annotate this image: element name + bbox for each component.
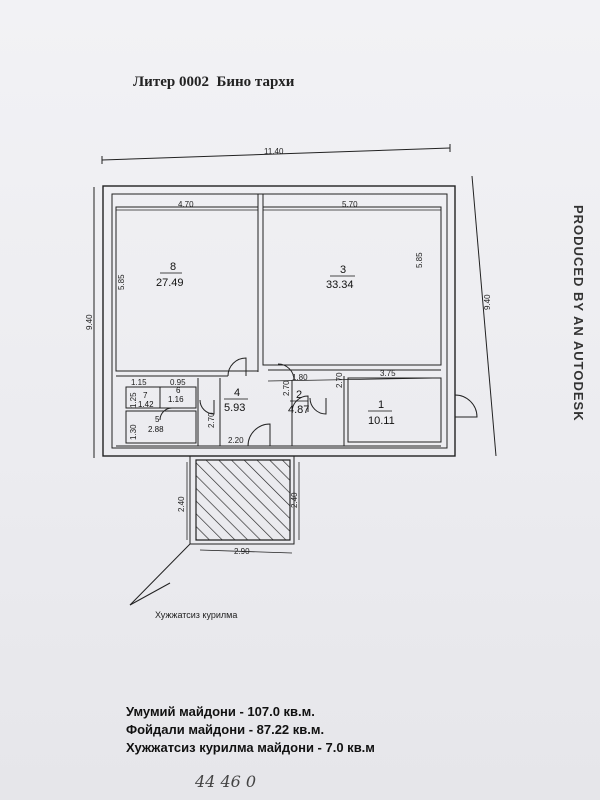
room-3-number: 3	[340, 264, 346, 276]
room-8-area: 27.49	[156, 277, 184, 289]
door-arc	[291, 395, 309, 413]
room-5-area: 2.88	[148, 425, 164, 434]
inner-wall	[111, 193, 448, 449]
annex-frame	[189, 455, 295, 545]
dim-stair-width: 2.90	[234, 547, 250, 556]
annex-label: Хужжатсиз курилма	[155, 610, 237, 620]
dim-small-1: 1.15	[131, 378, 147, 387]
summary-useful-area: Фойдали майдони - 87.22 кв.м.	[126, 722, 325, 737]
room-1-number: 1	[378, 399, 384, 411]
room-4-number: 4	[234, 387, 240, 399]
dim-bottom: 2.20	[228, 436, 244, 445]
dim-small-2: 0.95	[170, 378, 186, 387]
room-3-area: 33.34	[326, 279, 354, 291]
room-6-outline	[159, 386, 197, 409]
dim-small-4: 1.30	[129, 424, 138, 440]
dim-stair-right: 2.40	[290, 492, 299, 508]
handwritten-note: 44 46 0	[195, 772, 257, 791]
dim-room1-width: 3.75	[380, 369, 396, 378]
summary-total-area: Умумий майдони - 107.0 кв.м.	[126, 704, 315, 719]
door-arc	[247, 423, 271, 447]
room-5-outline	[125, 410, 197, 444]
room-2-number: 2	[296, 389, 302, 401]
door-arc	[227, 357, 247, 377]
room-5-number: 5	[155, 415, 160, 424]
door-arc	[277, 363, 295, 381]
door-arc	[159, 407, 173, 421]
annex-leader	[129, 543, 191, 606]
dim-room2-height: 2.70	[282, 380, 291, 396]
room-4-area: 5.93	[224, 402, 245, 414]
dim-left-height: 9.40	[85, 314, 94, 330]
dim-room4-height: 2.70	[207, 412, 216, 428]
room-6-area: 1.16	[168, 395, 184, 404]
room-6-number: 6	[176, 386, 181, 395]
dim-room3-height: 5.85	[415, 252, 424, 268]
dim-room8-height: 5.85	[117, 274, 126, 290]
dim-total-width: 11.40	[264, 147, 284, 156]
dim-small-3: 1.25	[129, 392, 138, 408]
summary-undocumented-area: Хужжатсиз курилма майдони - 7.0 кв.м	[126, 740, 375, 755]
dim-right-height: 9.40	[483, 294, 492, 310]
dim-stair-left: 2.40	[177, 496, 186, 512]
autodesk-stamp: PRODUCED BY AN AUTODESK	[571, 205, 586, 422]
room-1-outline	[347, 377, 442, 443]
dim-room1-height: 2.70	[335, 372, 344, 388]
room-7-number: 7	[143, 391, 148, 400]
room-8-number: 8	[170, 261, 176, 273]
door-arc	[199, 399, 215, 415]
room-7-area: 1.42	[138, 400, 154, 409]
room-8-outline	[115, 206, 259, 372]
window-arc	[454, 394, 478, 418]
dim-corridor: 1.80	[292, 373, 308, 382]
dim-room3-width: 5.70	[342, 200, 358, 209]
area-summary: Умумий майдони - 107.0 кв.м. Фойдали май…	[126, 704, 375, 758]
room-1-area: 10.11	[368, 415, 395, 427]
dim-room8-width: 4.70	[178, 200, 194, 209]
page-title: Литер 0002 Бино тархи	[133, 74, 295, 90]
room-2-area: 4.87	[288, 404, 309, 416]
annex-hatched	[195, 459, 291, 541]
annex-leader	[129, 582, 171, 606]
door-arc	[309, 397, 327, 415]
